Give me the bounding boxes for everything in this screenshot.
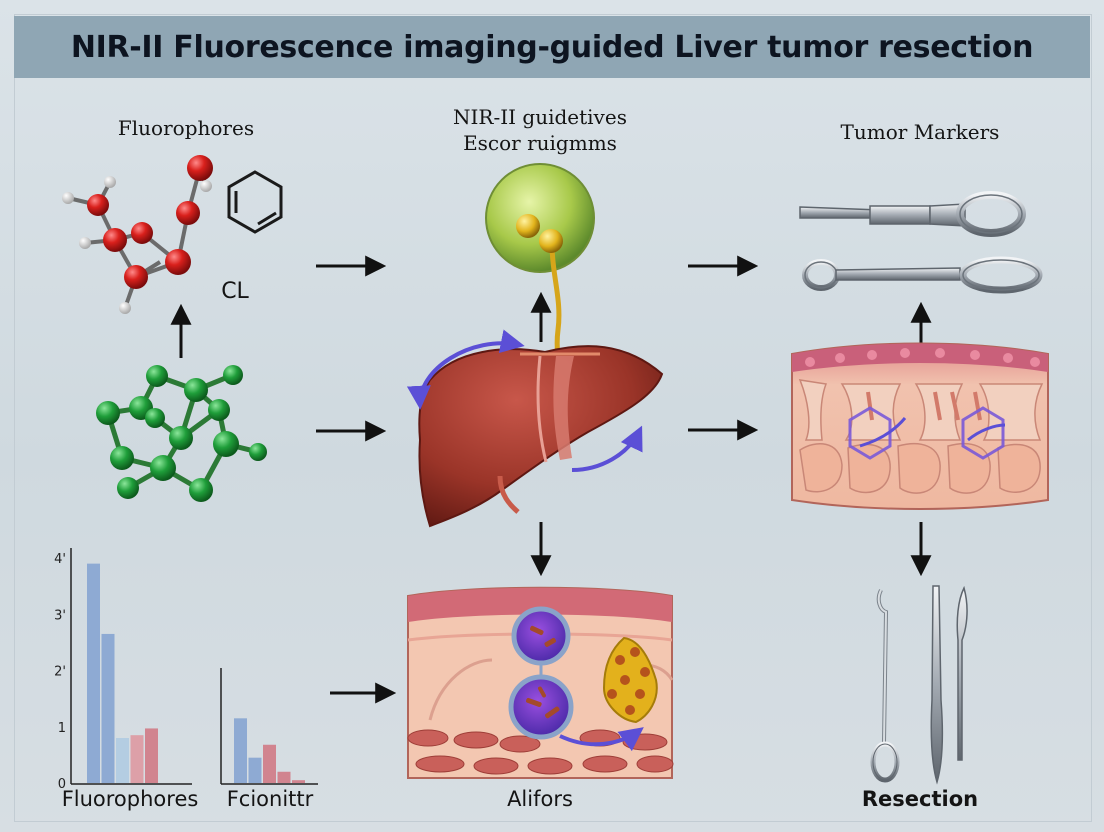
chart1-bar-2 xyxy=(101,633,115,783)
chart1-ytick-3: 3' xyxy=(54,608,66,623)
label-cl: CL xyxy=(221,279,249,304)
label-resection: Resection xyxy=(861,787,979,811)
chart2-xlabel: Fcionittr xyxy=(226,787,314,811)
title-bar: NIR-II Fluorescence imaging-guided Liver… xyxy=(14,16,1090,78)
label-nir-guide-line1: NIR-II guidetives xyxy=(453,105,627,129)
surgical-clamp-icon xyxy=(799,191,1026,237)
chart1-bar-3 xyxy=(116,738,129,783)
chart1-bar-1 xyxy=(87,563,100,783)
chart2-bar-2 xyxy=(248,757,262,783)
chart1-ytick-1: 1 xyxy=(58,721,66,736)
diagram-frame xyxy=(14,14,1092,822)
label-nir-guide-line2: Escor ruigmms xyxy=(463,131,617,155)
chart2-bar-4 xyxy=(277,771,291,783)
liver-icon xyxy=(418,345,664,528)
liver-circulation-arrows xyxy=(406,329,643,472)
label-tumor-markers: Tumor Markers xyxy=(840,120,1000,144)
chart1-ytick-0: 0 xyxy=(58,777,66,792)
tissue-imaging-section-icon xyxy=(407,586,674,779)
cyclohexene-ring-icon xyxy=(227,170,283,234)
chart2-bar-3 xyxy=(263,744,276,783)
chart2-bar-1 xyxy=(234,718,247,783)
surgical-probe-icon xyxy=(802,256,1043,294)
chart1-xlabel: Fluorophores xyxy=(61,787,199,811)
bar-chart-fcionittr xyxy=(220,668,318,785)
chart1-ytick-2: 2' xyxy=(54,665,66,680)
chart2-bar-5 xyxy=(292,780,305,783)
chart1-ytick-4: 4' xyxy=(54,552,66,567)
tumor-tissue-section-icon xyxy=(791,342,1049,510)
red-molecule-atoms xyxy=(62,155,213,314)
chart1-bar-5 xyxy=(145,728,158,783)
label-alifors: Alifors xyxy=(507,787,573,811)
resection-instruments-icon xyxy=(870,585,968,785)
diagram-title: NIR-II Fluorescence imaging-guided Liver… xyxy=(70,29,1034,65)
label-fluorophores-top: Fluorophores xyxy=(117,116,255,140)
label-nir-guide: NIR-II guidetives Escor ruigmms xyxy=(420,104,660,156)
chart1-bar-4 xyxy=(130,735,144,783)
flow-arrows xyxy=(170,255,932,704)
bar-chart-fluorophores: 0 1 2' 3' 4' xyxy=(54,548,192,792)
green-molecule-atoms xyxy=(96,365,267,502)
